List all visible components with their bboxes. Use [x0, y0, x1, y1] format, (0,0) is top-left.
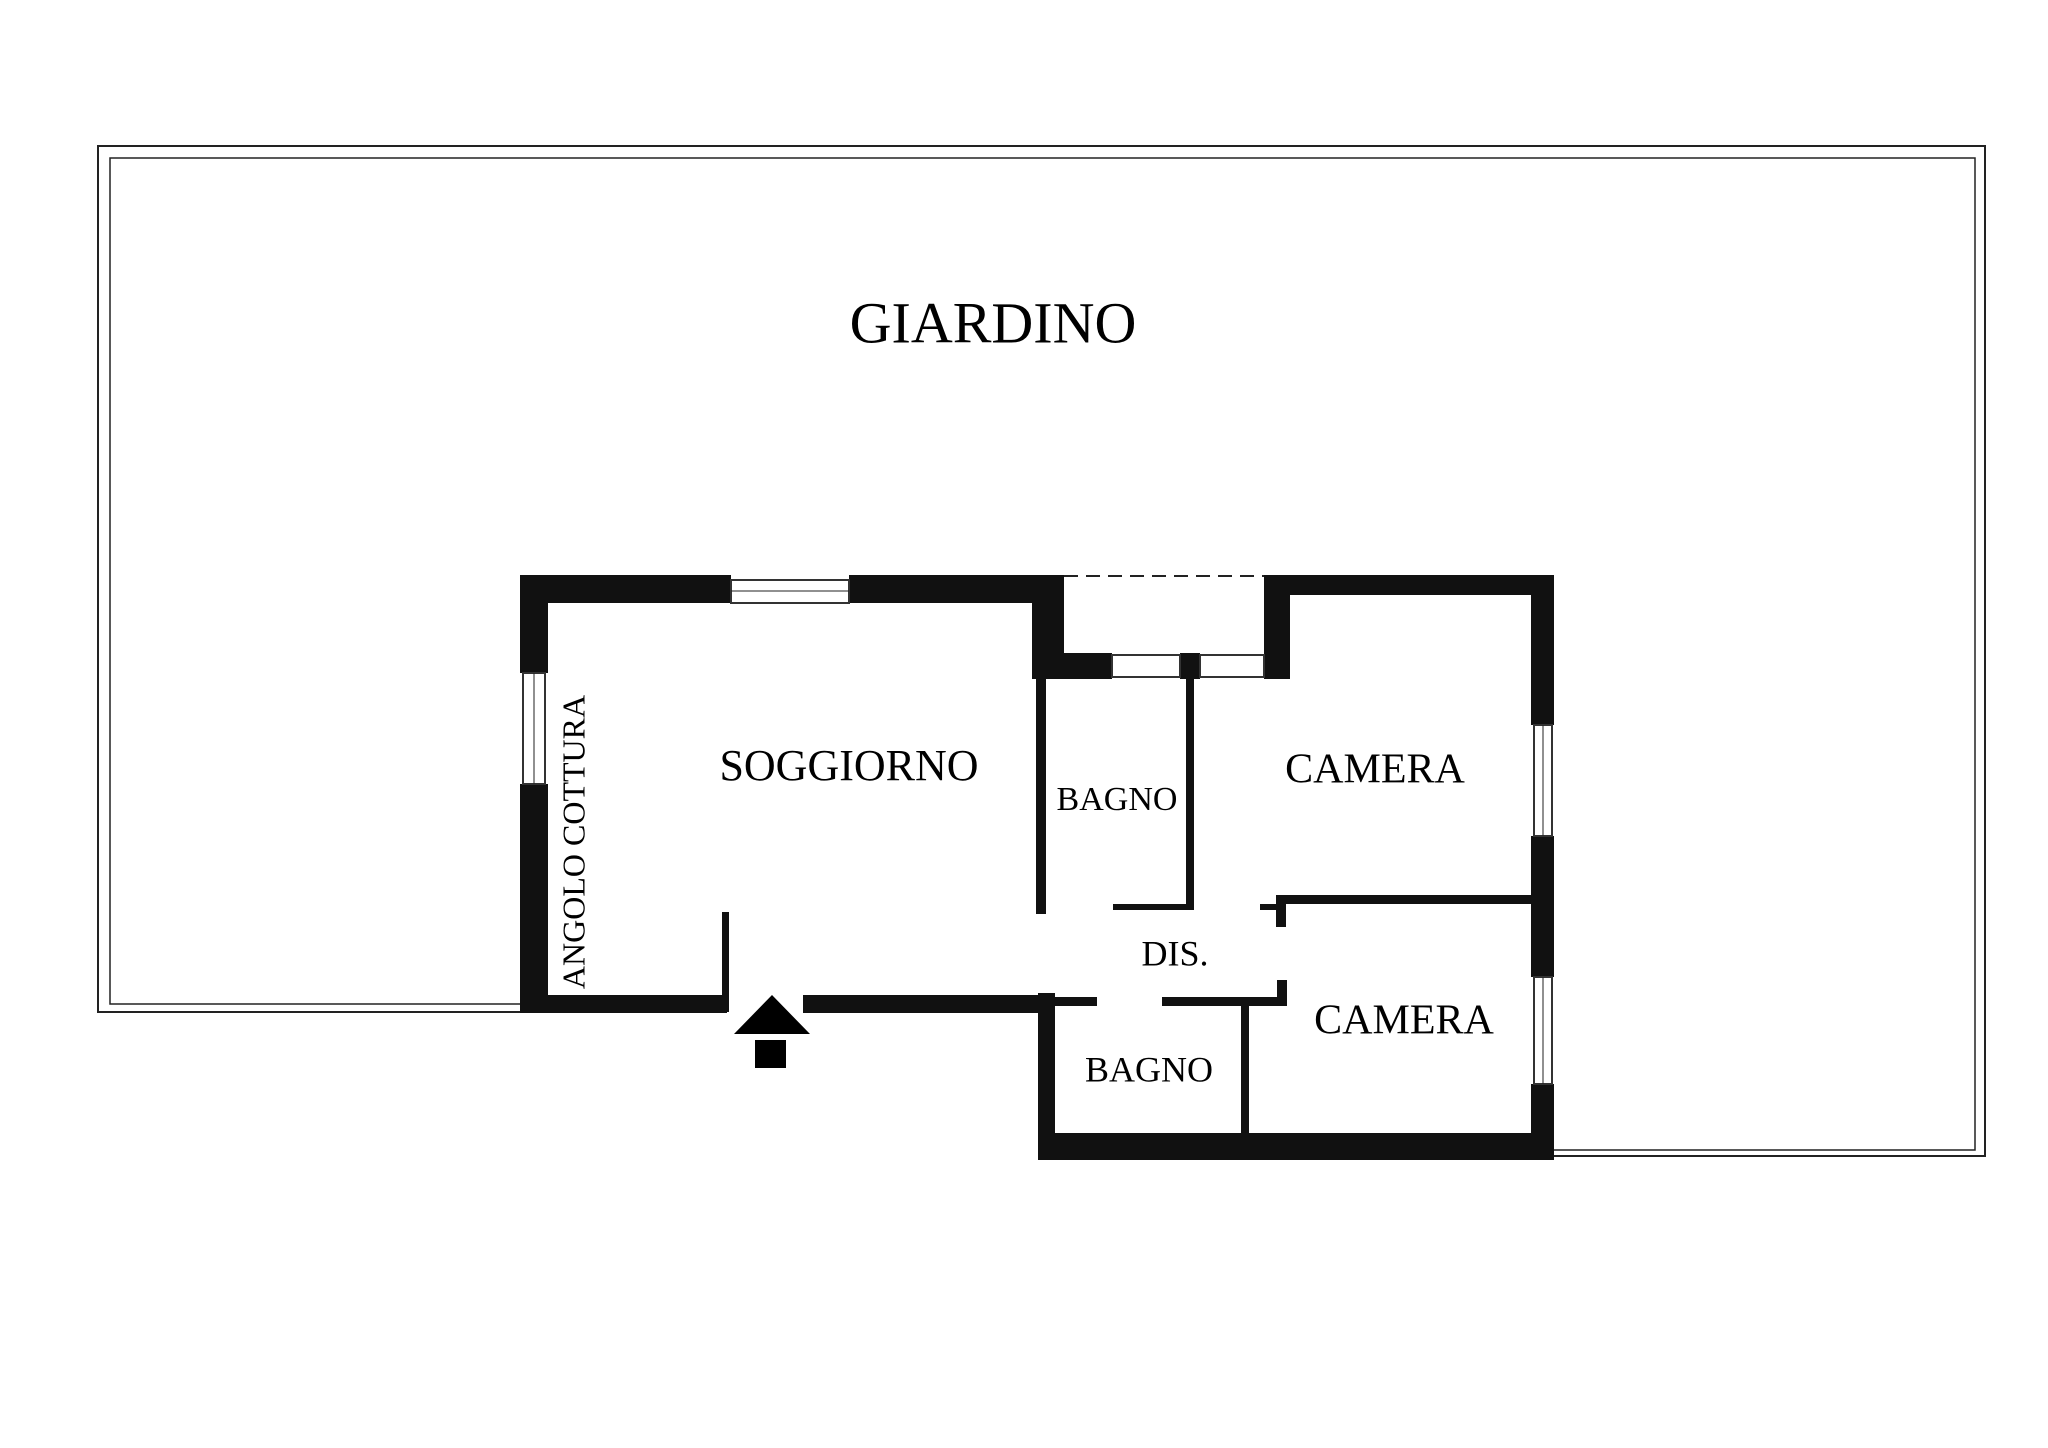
room-label-kitchenette: ANGOLO COTTURA [555, 695, 591, 989]
entrance-arrow-icon [734, 995, 810, 1068]
walls [520, 575, 1554, 1160]
room-label-hall: DIS. [1141, 933, 1208, 973]
room-label-living: SOGGIORNO [719, 741, 978, 790]
room-label-bath-upper: BAGNO [1057, 781, 1178, 818]
room-label-bedroom-upper: CAMERA [1285, 747, 1465, 793]
garden-boundary [97, 145, 1986, 1157]
room-label-bedroom-lower: CAMERA [1314, 998, 1494, 1044]
garden-label: GIARDINO [850, 290, 1137, 355]
windows [522, 575, 1553, 1085]
room-label-bath-lower: BAGNO [1085, 1049, 1213, 1089]
